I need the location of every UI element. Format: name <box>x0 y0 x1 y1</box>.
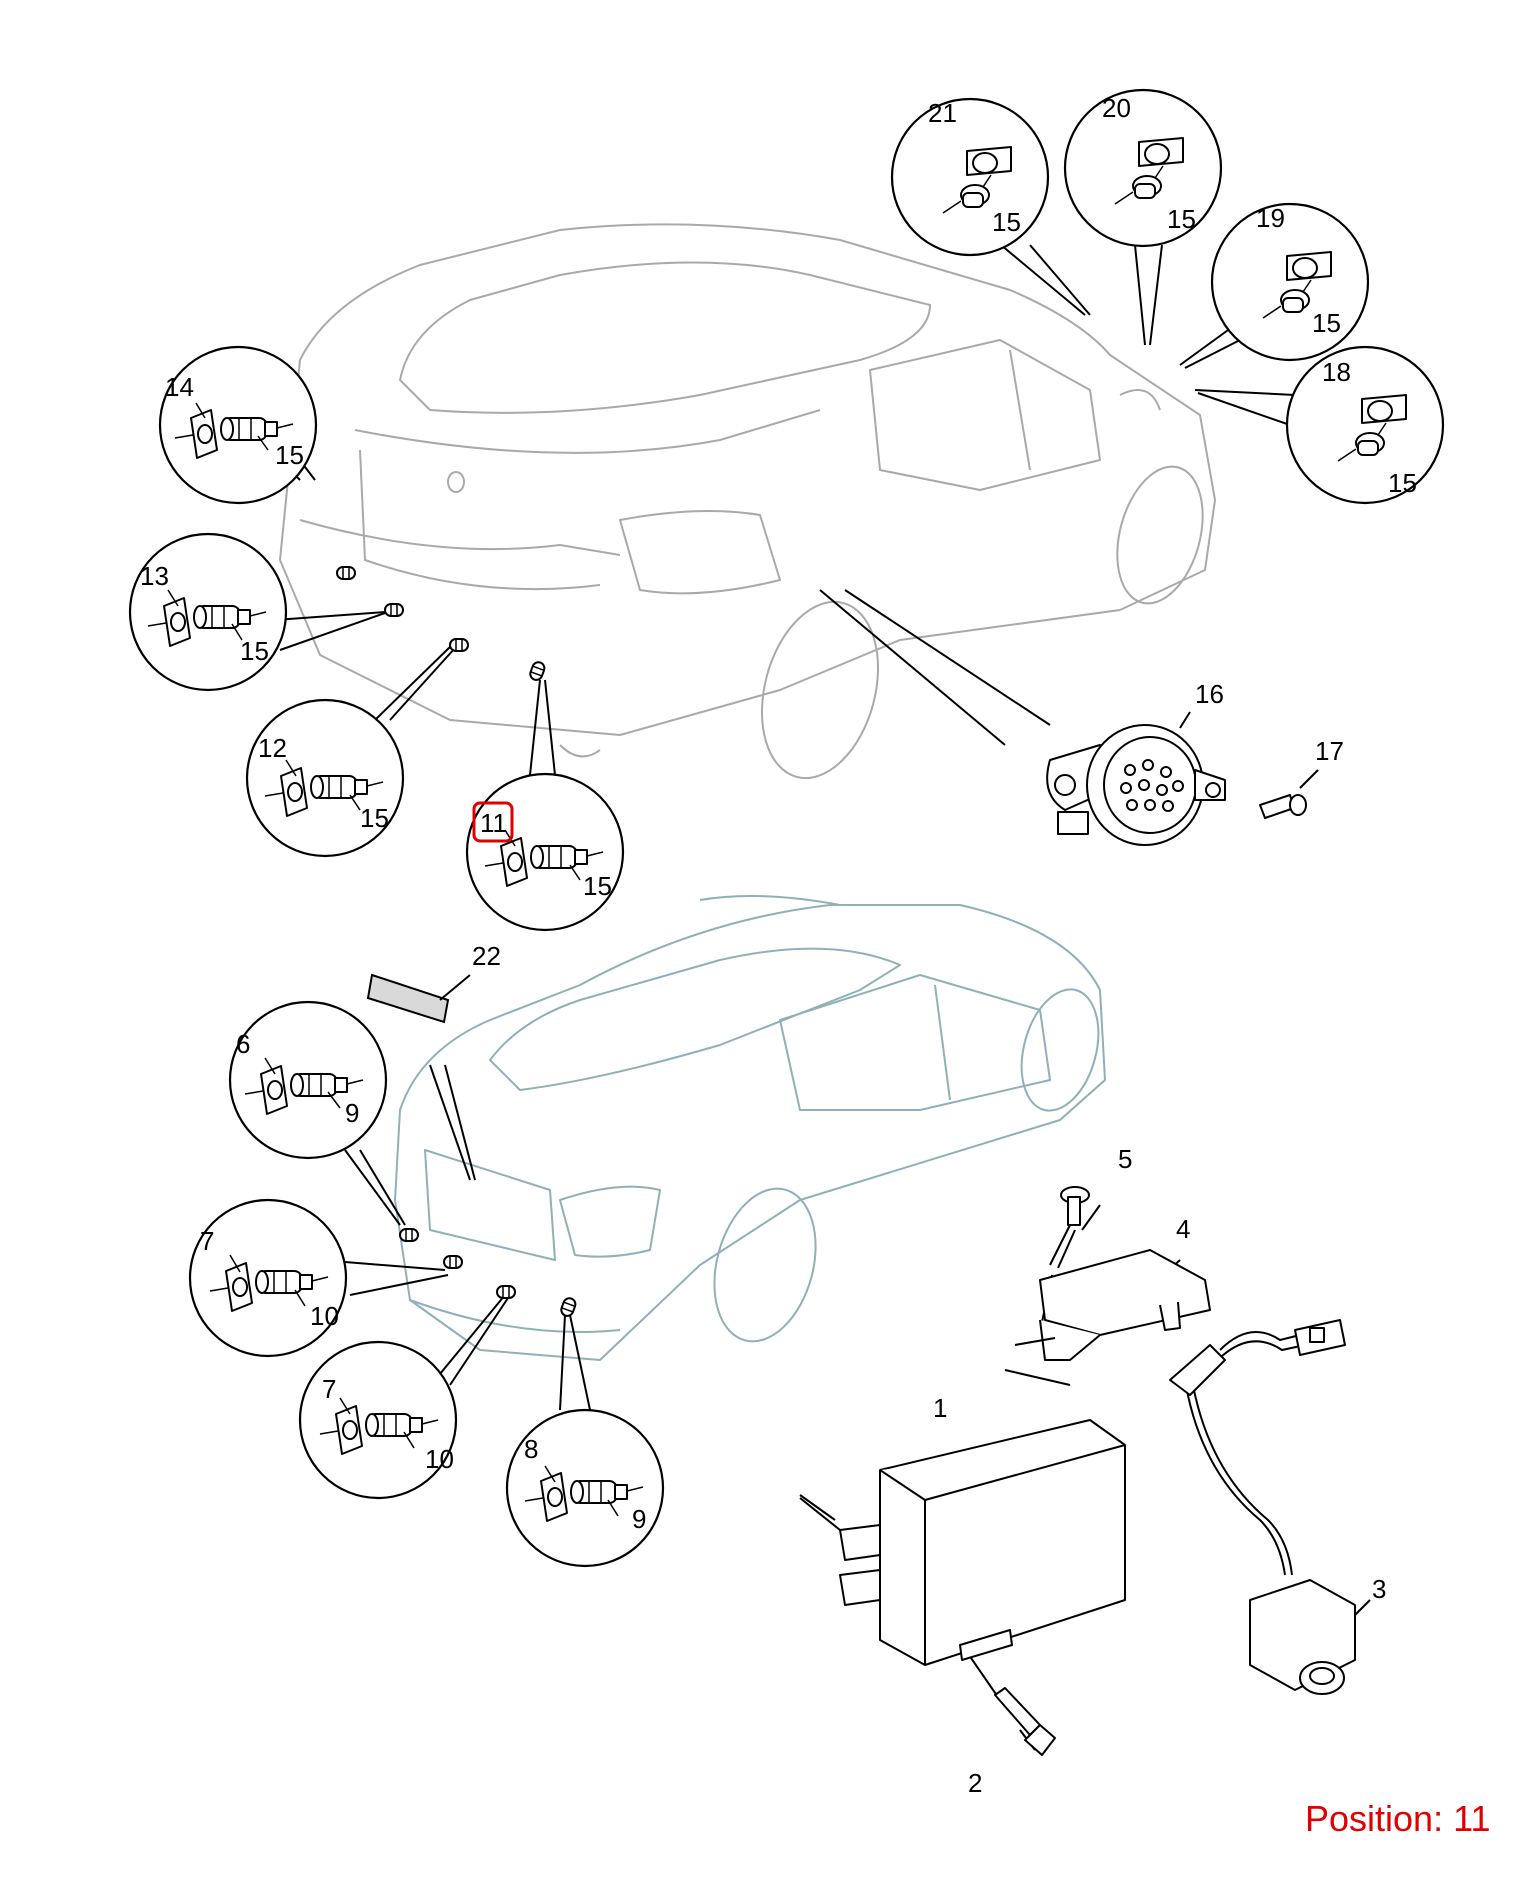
callout-8: 8 <box>524 1434 538 1464</box>
callout-5: 5 <box>1118 1144 1132 1174</box>
detail-circle-7-upper <box>188 1198 348 1358</box>
callout-15: 15 <box>1388 468 1417 498</box>
callout-15: 15 <box>240 636 269 666</box>
position-highlight-box <box>472 801 514 843</box>
part-16-buzzer <box>1046 711 1226 846</box>
detail-circle-13 <box>128 532 288 692</box>
callout-3: 3 <box>1372 1574 1386 1604</box>
car-upper-outline <box>279 223 1216 780</box>
position-label-prefix: Position: <box>1305 1798 1444 1839</box>
detail-circle-11 <box>465 772 625 932</box>
part-4-bracket <box>1014 1249 1211 1361</box>
callout-15: 15 <box>1167 204 1196 234</box>
callout-9: 9 <box>345 1098 359 1128</box>
callout-7: 7 <box>322 1374 336 1404</box>
callout-15: 15 <box>992 207 1021 237</box>
detail-circle-14 <box>158 345 318 505</box>
callout-9: 9 <box>632 1504 646 1534</box>
detail-circle-21 <box>890 97 1050 257</box>
callout-15: 15 <box>583 871 612 901</box>
car-lower-outline <box>394 895 1106 1361</box>
detail-circle-7-lower <box>298 1340 458 1500</box>
callout-15: 15 <box>360 803 389 833</box>
part-1-control-module <box>799 1419 1126 1666</box>
callout-2: 2 <box>968 1768 982 1798</box>
detail-circle-18 <box>1285 345 1445 505</box>
sensor-plugs <box>336 566 579 1319</box>
callout-18: 18 <box>1322 357 1351 387</box>
position-label-value: 11 <box>1453 1798 1491 1839</box>
callout-1: 1 <box>933 1393 947 1423</box>
callout-16: 16 <box>1195 679 1224 709</box>
part-2-bolt <box>994 1687 1056 1756</box>
detail-circle-19 <box>1210 202 1370 362</box>
callout-17: 17 <box>1315 736 1344 766</box>
part-5-bolt <box>1057 1186 1090 1269</box>
leader-lines-lower <box>344 1064 1371 1751</box>
detail-circle-8 <box>505 1408 665 1568</box>
detail-circle-20 <box>1063 88 1223 248</box>
part-22-trim-plate <box>366 973 471 1024</box>
detail-circle-6 <box>228 1000 388 1160</box>
callout-20: 20 <box>1102 93 1131 123</box>
callout-22: 22 <box>472 941 501 971</box>
leader-lines-upper <box>264 239 1296 776</box>
callout-10: 10 <box>425 1444 454 1474</box>
part-17-screw <box>1259 769 1319 819</box>
callout-12: 12 <box>258 733 287 763</box>
callout-10: 10 <box>310 1301 339 1331</box>
callout-19: 19 <box>1256 203 1285 233</box>
callout-labels: 14 15 13 15 12 15 11 15 21 15 20 15 19 1… <box>140 93 1417 1798</box>
detail-circle-12 <box>245 698 405 858</box>
part-3-camera <box>1169 1319 1356 1695</box>
position-label: Position: 11 <box>1305 1798 1490 1840</box>
callout-7: 7 <box>200 1226 214 1256</box>
callout-6: 6 <box>236 1029 250 1059</box>
callout-15: 15 <box>1312 308 1341 338</box>
callout-13: 13 <box>140 561 169 591</box>
callout-21: 21 <box>928 98 957 128</box>
callout-4: 4 <box>1176 1214 1190 1244</box>
callout-11: 11 <box>480 808 507 838</box>
callout-14: 14 <box>165 372 194 402</box>
callout-15: 15 <box>275 440 304 470</box>
